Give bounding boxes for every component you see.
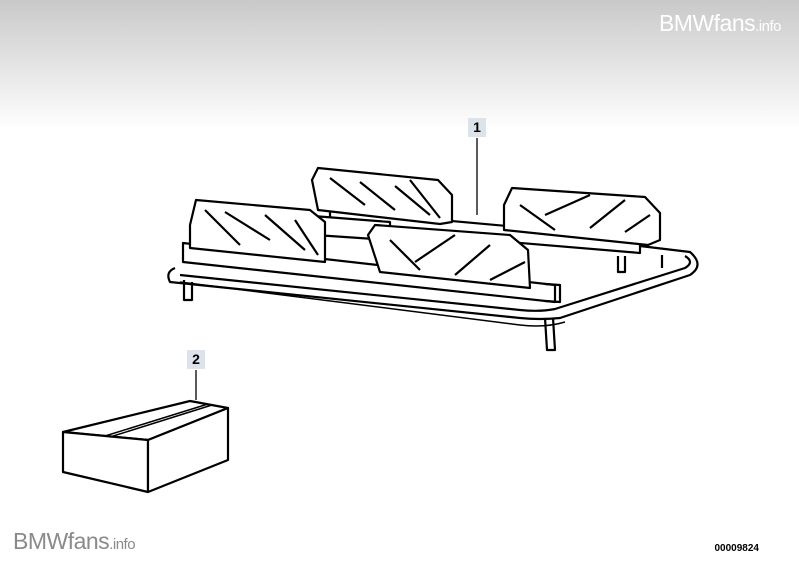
rack-illustration [167, 138, 699, 352]
holder-front-right [366, 223, 532, 290]
holder-back-left [310, 166, 454, 226]
watermark-top: BMWfans.info [658, 10, 782, 36]
holder-front-left [188, 198, 327, 264]
callout-2[interactable]: 2 [187, 350, 205, 369]
header-gradient [0, 0, 799, 130]
box-illustration [61, 370, 230, 494]
callout-1[interactable]: 1 [468, 118, 486, 137]
diagram-id: 00009824 [714, 543, 760, 554]
holder-back-right [502, 186, 662, 247]
watermark-bottom: BMWfans.info [13, 528, 136, 554]
